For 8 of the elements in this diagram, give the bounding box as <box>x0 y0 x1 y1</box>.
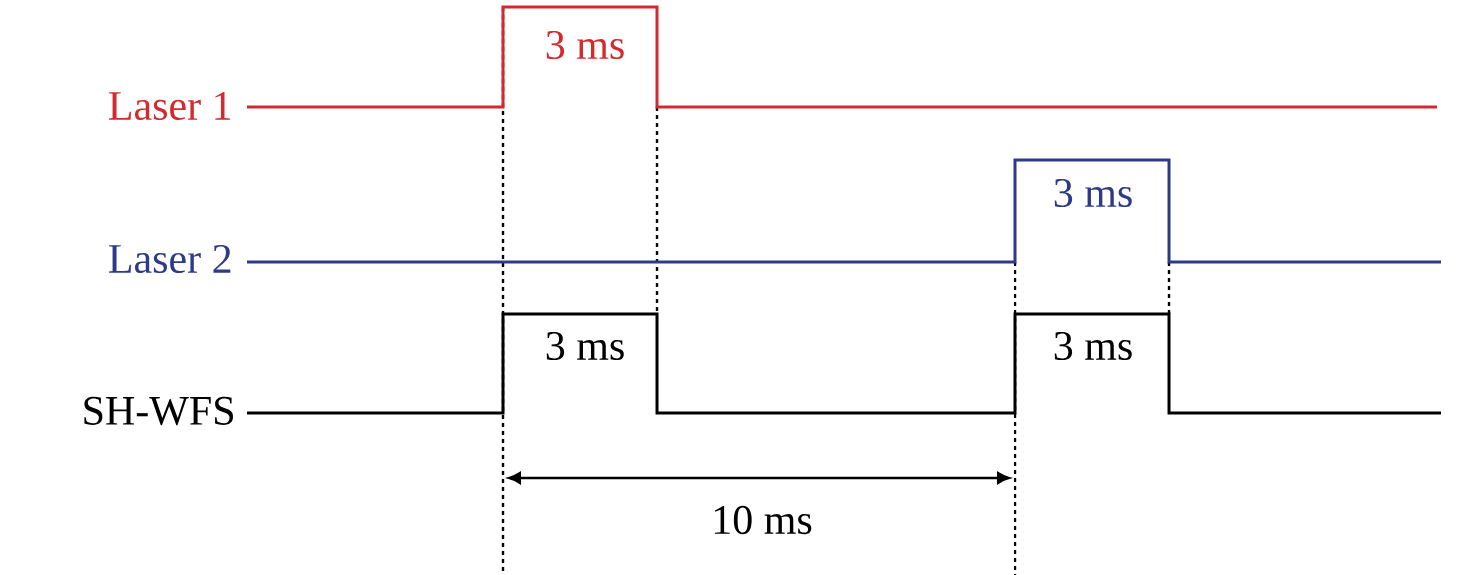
signal-label: SH-WFS <box>84 396 233 426</box>
pulse-label: 3 ms <box>1054 331 1132 361</box>
pulse-label: 3 ms <box>1054 178 1132 208</box>
pulse-label: 3 ms <box>546 30 624 60</box>
pulse-label: 3 ms <box>546 331 624 361</box>
dimension-label: 10 ms <box>714 505 812 535</box>
signal-label: Laser 1 <box>109 91 231 121</box>
signal-label: Laser 2 <box>109 244 231 274</box>
